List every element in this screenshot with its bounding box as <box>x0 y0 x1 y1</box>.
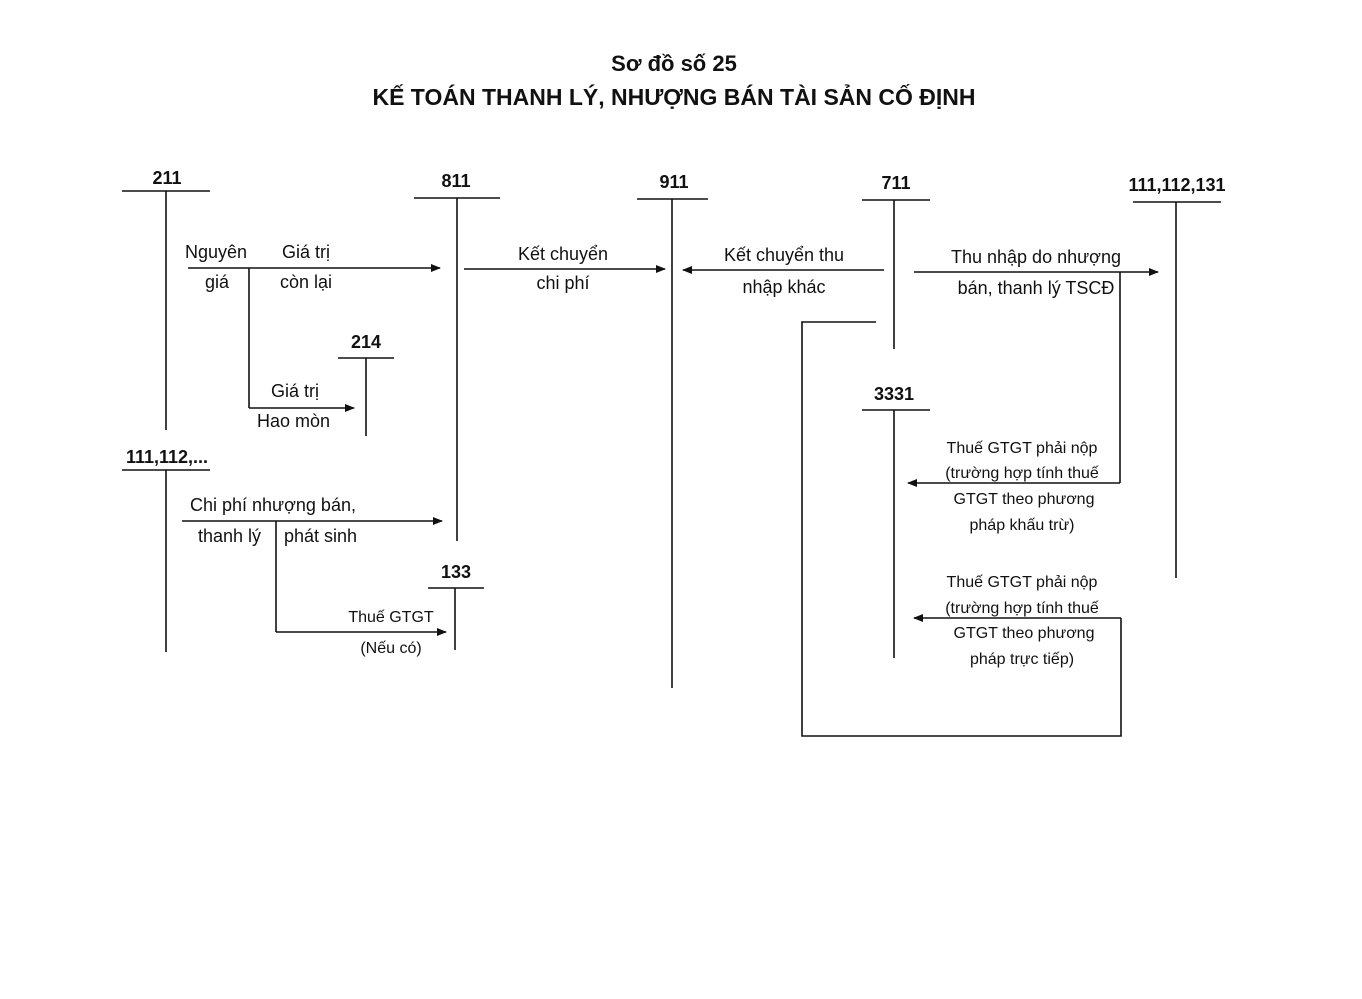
label-chi-phi: chi phí <box>536 273 589 293</box>
flow-211-to-811: Nguyên giá Giá trị còn lại <box>185 242 441 292</box>
label-gia-tri-hao-mon-1: Giá trị <box>271 381 319 401</box>
label-hao-mon: Hao mòn <box>257 411 330 431</box>
flow-211-to-214: Giá trị Hao mòn <box>248 268 355 431</box>
label-thu-nhap-2: bán, thanh lý TSCĐ <box>958 278 1115 298</box>
account-label-211: 211 <box>152 168 181 188</box>
account-211: 211 <box>122 168 210 430</box>
label-con-lai: còn lại <box>280 272 332 292</box>
label-neu-co: (Nếu có) <box>360 640 421 657</box>
flow-711-to-911: Kết chuyển thu nhập khác <box>682 245 884 297</box>
label-ket-chuyen: Kết chuyển <box>518 244 608 264</box>
account-label-711: 711 <box>881 173 910 193</box>
account-111-112-131: 111,112,131 <box>1128 175 1226 578</box>
label-tt-4: pháp trực tiếp) <box>970 651 1074 668</box>
flow-811-to-911: Kết chuyển chi phí <box>464 244 666 293</box>
account-label-3331: 3331 <box>874 384 914 404</box>
label-nhap-khac: nhập khác <box>742 277 825 297</box>
label-gia-tri-con-lai-1: Giá trị <box>282 242 330 262</box>
account-label-111-112: 111,112,... <box>126 447 208 467</box>
loop-line-truc-tiep <box>801 321 1122 737</box>
account-label-214: 214 <box>351 332 381 352</box>
flow-711-to-111-112-131: Thu nhập do nhượng bán, thanh lý TSCĐ <box>914 247 1159 298</box>
account-811: 811 <box>414 171 500 541</box>
label-thu-nhap-1: Thu nhập do nhượng <box>951 247 1121 267</box>
diagram-main-title: KẾ TOÁN THANH LÝ, NHƯỢNG BÁN TÀI SẢN CỐ … <box>372 82 975 110</box>
label-chi-phi-nhuong-ban: Chi phí nhượng bán, <box>190 495 356 515</box>
account-133: 133 <box>428 562 484 650</box>
label-ket-chuyen-thu: Kết chuyển thu <box>724 245 844 265</box>
label-kt-1: Thuế GTGT phải nộp <box>947 440 1098 457</box>
diagram-number-title: Sơ đồ số 25 <box>611 51 737 76</box>
label-kt-4: pháp khấu trừ) <box>970 517 1075 534</box>
label-tt-2: (trường hợp tính thuế <box>945 600 1099 617</box>
account-label-811: 811 <box>441 171 470 191</box>
account-711: 711 <box>862 173 930 349</box>
account-3331: 3331 <box>862 384 930 658</box>
account-label-133: 133 <box>441 562 471 582</box>
account-111-112: 111,112,... <box>122 447 210 652</box>
flow-to-3331-khau-tru: Thuế GTGT phải nộp (trường hợp tính thuế… <box>907 272 1121 534</box>
label-tt-3: GTGT theo phương <box>954 625 1095 642</box>
account-label-111-112-131: 111,112,131 <box>1128 175 1225 195</box>
label-gia: giá <box>205 272 230 292</box>
label-thanh-ly: thanh lý <box>198 526 261 546</box>
flow-111-112-to-133: Thuế GTGT (Nếu có) <box>275 521 447 657</box>
flow-111-112-to-811: Chi phí nhượng bán, thanh lý phát sinh <box>182 495 443 546</box>
label-tt-1: Thuế GTGT phải nộp <box>947 574 1098 591</box>
flow-711-to-3331-truc-tiep: Thuế GTGT phải nộp (trường hợp tính thuế… <box>801 321 1122 737</box>
label-thue-gtgt: Thuế GTGT <box>348 609 434 626</box>
account-214: 214 <box>338 332 394 436</box>
account-911: 911 <box>637 172 708 688</box>
account-label-911: 911 <box>659 172 688 192</box>
label-kt-3: GTGT theo phương <box>954 491 1095 508</box>
label-nguyen: Nguyên <box>185 242 247 262</box>
label-phat-sinh: phát sinh <box>284 526 357 546</box>
label-kt-2: (trường hợp tính thuế <box>945 465 1099 482</box>
